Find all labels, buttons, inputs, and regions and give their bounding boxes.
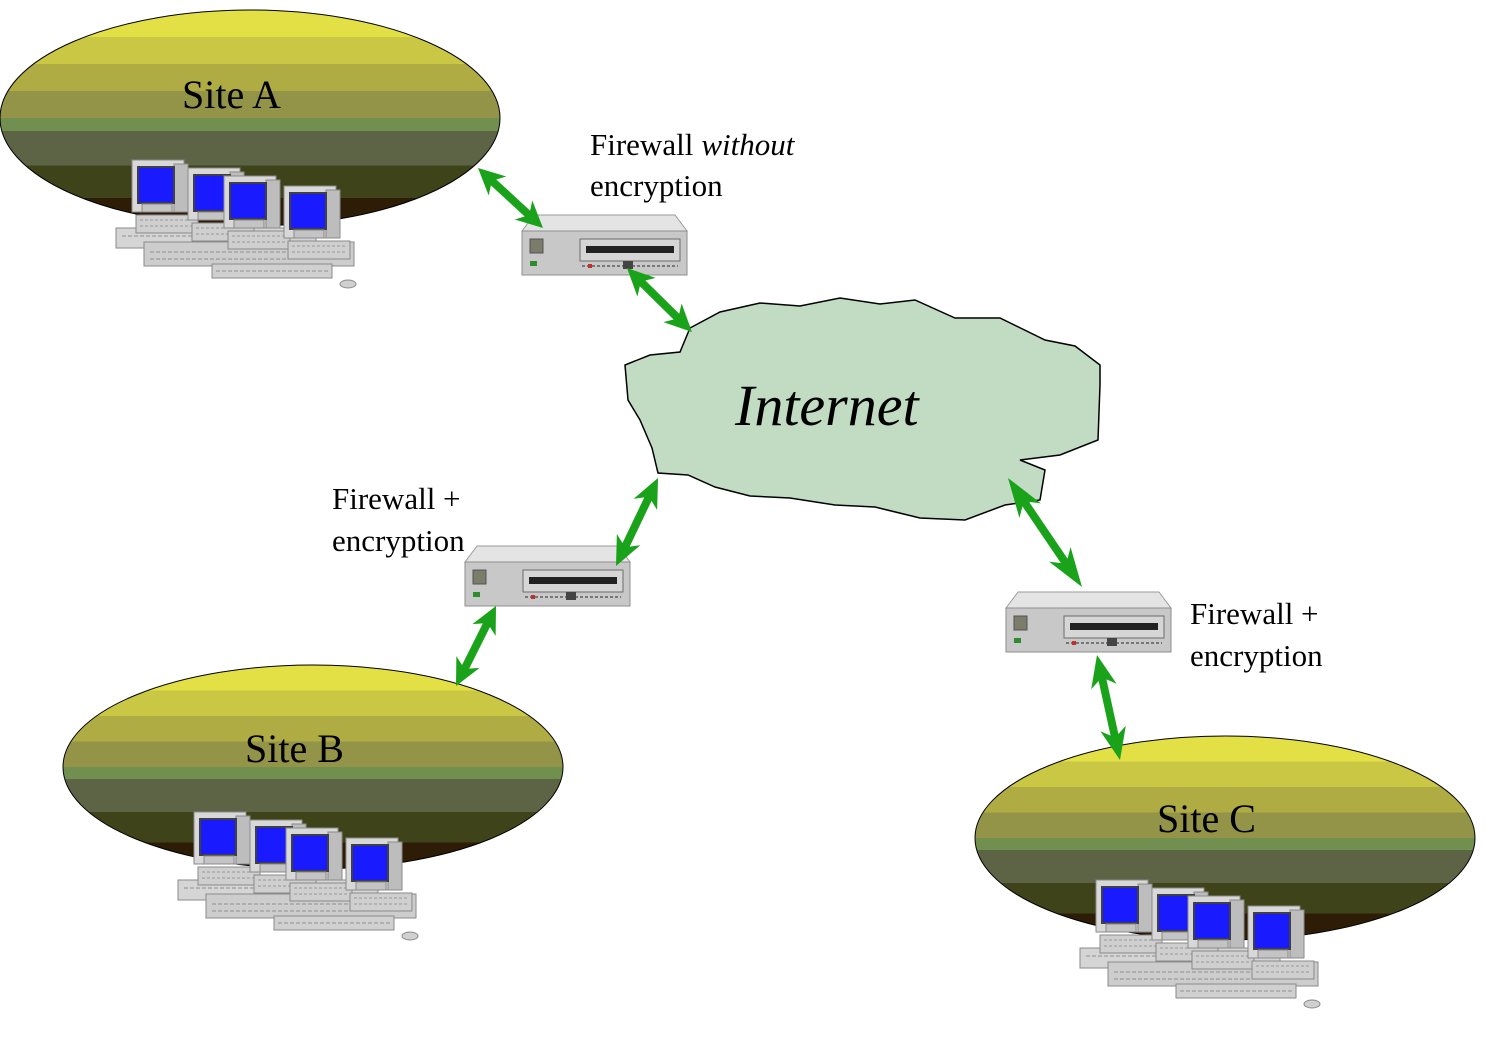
firewall-c-label-line1: Firewall +	[1190, 596, 1319, 631]
firewall-a-label-line2: encryption	[590, 168, 723, 203]
firewall-c-icon	[1005, 591, 1172, 653]
site-c-label: Site C	[1157, 796, 1256, 841]
internet-label: Internet	[734, 373, 920, 438]
site-b-label: Site B	[245, 726, 344, 771]
firewall-a-icon	[521, 214, 688, 276]
arrow-site-a-firewall-a	[469, 158, 552, 238]
internet-cloud: Internet	[624, 297, 1101, 521]
arrow-internet-firewall-c	[997, 470, 1093, 595]
site-b: Site B	[62, 664, 564, 940]
arrow-firewall-b-site-b	[444, 600, 508, 692]
site-a: Site A	[0, 9, 501, 288]
site-c: Site C	[974, 735, 1476, 1008]
site-a-label: Site A	[182, 72, 281, 117]
network-cloud-icon	[624, 297, 1101, 521]
firewall-a-label-emph: without	[701, 127, 795, 162]
firewall-c-label-line2: encryption	[1190, 638, 1323, 673]
firewall-b-icon	[464, 545, 631, 607]
firewall-b-label-line1: Firewall +	[332, 481, 461, 516]
firewall-b-label-line2: encryption	[332, 523, 465, 558]
firewall-a-label-line1: Firewall	[590, 127, 693, 162]
